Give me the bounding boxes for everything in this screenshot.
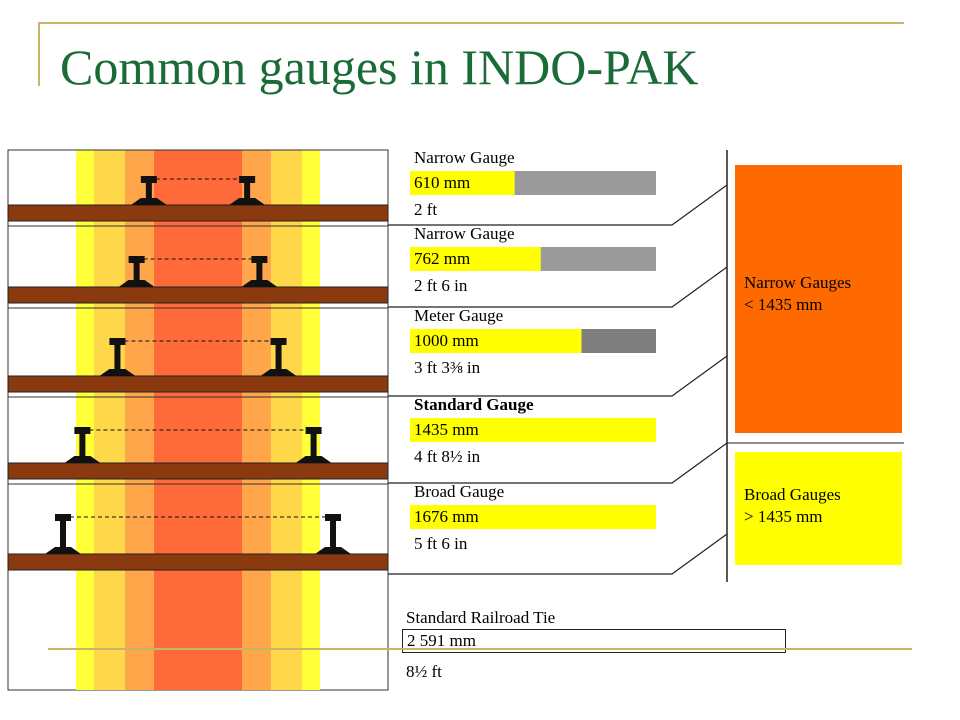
rail-web <box>256 263 263 280</box>
connector-line <box>388 266 728 308</box>
gauge-mm-label: 610 mm <box>414 173 471 192</box>
gauge-bar-fill <box>410 247 541 271</box>
gauge-bar-rest <box>514 171 656 195</box>
rail-foot <box>295 456 332 463</box>
gauge-band-3 <box>154 150 242 690</box>
gauge-name: Narrow Gauge <box>414 148 515 167</box>
gauge-imperial-label: 2 ft 6 in <box>414 276 468 295</box>
rail-foot <box>130 198 167 205</box>
rail-web <box>59 521 66 547</box>
gauge-mm-label: 1000 mm <box>414 331 479 350</box>
sleeper-5 <box>7 553 389 571</box>
category-title: Narrow Gauges <box>744 273 852 292</box>
tie-name: Standard Railroad Tie <box>406 608 556 627</box>
gauge-mm-label: 1676 mm <box>414 507 479 526</box>
rail-foot <box>99 369 136 376</box>
gauge-name: Broad Gauge <box>414 482 505 501</box>
connector-line <box>388 355 728 397</box>
gauge-imperial-label: 3 ft 3⅜ in <box>414 358 481 377</box>
category-title: Broad Gauges <box>744 485 841 504</box>
slide-frame-vertical <box>38 22 40 86</box>
gauge-mm-label: 762 mm <box>414 249 471 268</box>
gauge-imperial-label: 2 ft <box>414 200 438 219</box>
gauge-name: Standard Gauge <box>414 395 534 414</box>
rail-foot <box>260 369 297 376</box>
sleeper-3 <box>7 375 389 393</box>
gauge-bar-fill <box>410 171 515 195</box>
rail-web <box>244 183 251 198</box>
gauge-imperial-label: 5 ft 6 in <box>414 534 468 553</box>
sleeper-4 <box>7 462 389 480</box>
connector-line <box>388 442 728 484</box>
rail-foot <box>229 198 266 205</box>
rail-web <box>145 183 152 198</box>
gauge-name: Narrow Gauge <box>414 224 515 243</box>
rail-web <box>275 345 282 369</box>
connector-line <box>388 184 728 226</box>
tie-mm-label: 2 591 mm <box>407 631 476 650</box>
rail-web <box>79 434 86 456</box>
sleeper-2 <box>7 286 389 304</box>
category-threshold: > 1435 mm <box>744 507 823 526</box>
rail-foot <box>315 547 352 554</box>
slide-frame-bottom <box>48 648 912 650</box>
category-threshold: < 1435 mm <box>744 295 823 314</box>
gauge-name: Meter Gauge <box>414 306 504 325</box>
tie-imperial: 8½ ft <box>406 662 442 681</box>
broad-gauges-label: Broad Gauges > 1435 mm <box>728 484 841 528</box>
slide-frame-top <box>38 22 904 24</box>
rail-web <box>330 521 337 547</box>
sleeper-1 <box>7 204 389 222</box>
rail-foot <box>241 280 278 287</box>
gauge-bar-rest <box>581 329 656 353</box>
rail-web <box>114 345 121 369</box>
connector-line <box>388 533 728 575</box>
tie-length-box: 2 591 mm <box>402 629 786 653</box>
rail-head <box>325 514 342 521</box>
gauge-bar-rest <box>540 247 656 271</box>
narrow-gauges-label: Narrow Gauges < 1435 mm <box>728 272 851 316</box>
rail-web <box>310 434 317 456</box>
page-title: Common gauges in INDO-PAK <box>60 39 699 95</box>
rail-foot <box>118 280 155 287</box>
rail-foot <box>64 456 101 463</box>
broad-gauges-box <box>735 452 902 565</box>
narrow-gauges-box <box>735 165 902 433</box>
gauge-imperial-label: 4 ft 8½ in <box>414 447 481 466</box>
rail-foot <box>44 547 81 554</box>
rail-web <box>133 263 140 280</box>
gauge-bar-fill <box>410 505 656 529</box>
gauge-mm-label: 1435 mm <box>414 420 479 439</box>
gauge-bar-fill <box>410 418 656 442</box>
gauge-bar-fill <box>410 329 582 353</box>
